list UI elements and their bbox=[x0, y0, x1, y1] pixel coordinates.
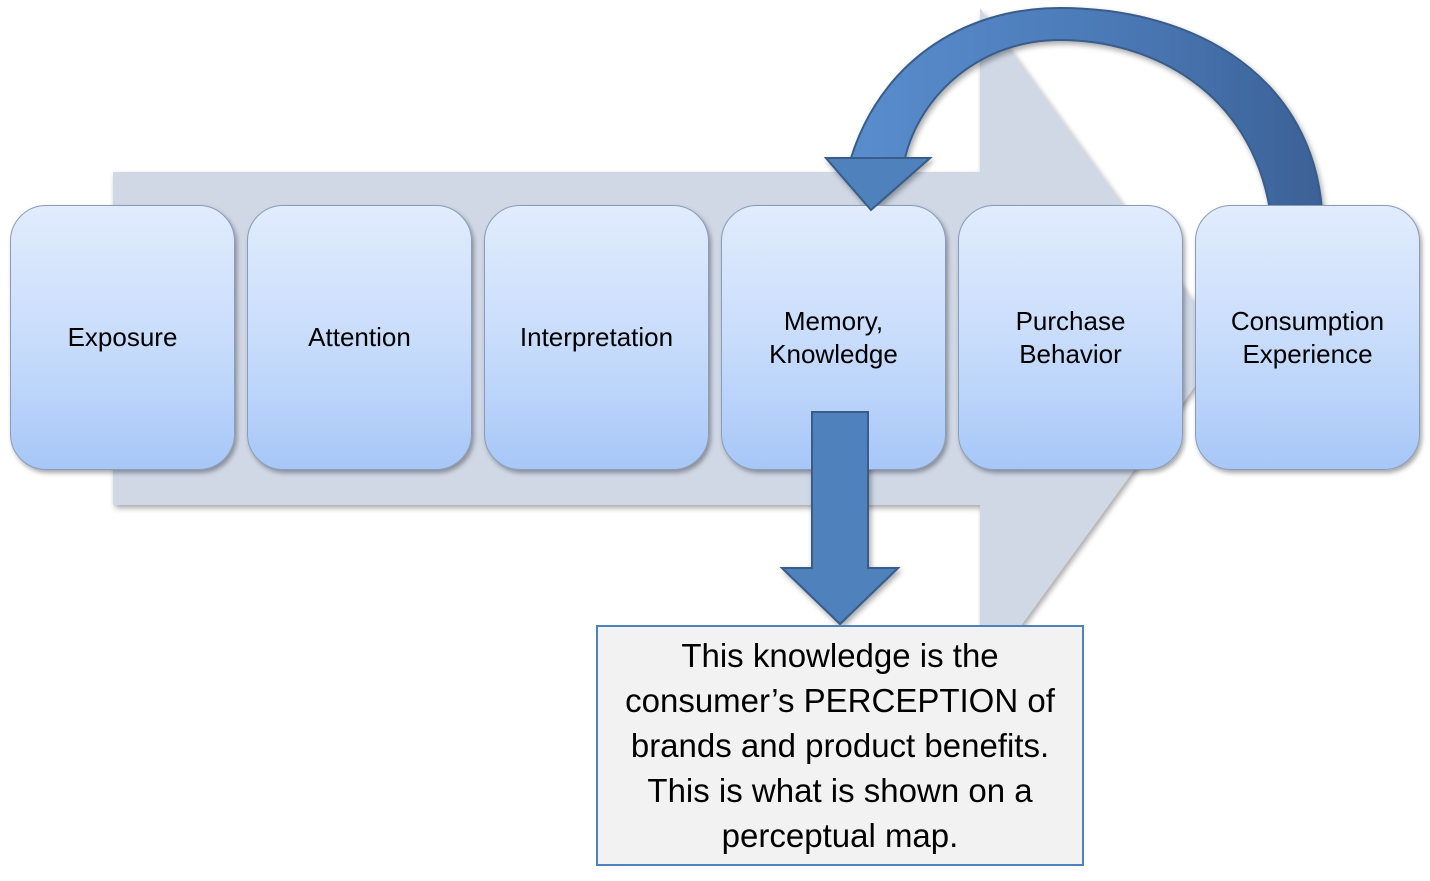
stage-interpretation: Interpretation bbox=[484, 205, 709, 470]
stage-label: Consumption Experience bbox=[1230, 305, 1385, 369]
perception-note-box: This knowledge is the consumer’s PERCEPT… bbox=[596, 625, 1084, 866]
stage-label: Attention bbox=[308, 322, 411, 352]
stage-exposure: Exposure bbox=[10, 205, 235, 470]
stage-label: Purchase Behavior bbox=[1015, 305, 1126, 369]
stage-label: Exposure bbox=[67, 322, 178, 352]
stage-memory-knowledge: Memory, Knowledge bbox=[721, 205, 946, 470]
perception-note-text: This knowledge is the consumer’s PERCEPT… bbox=[625, 637, 1055, 854]
stage-attention: Attention bbox=[247, 205, 472, 470]
stage-consumption-experience: Consumption Experience bbox=[1195, 205, 1420, 470]
stage-label: Interpretation bbox=[519, 322, 674, 352]
stage-label: Memory, Knowledge bbox=[769, 305, 898, 369]
stage-purchase-behavior: Purchase Behavior bbox=[958, 205, 1183, 470]
